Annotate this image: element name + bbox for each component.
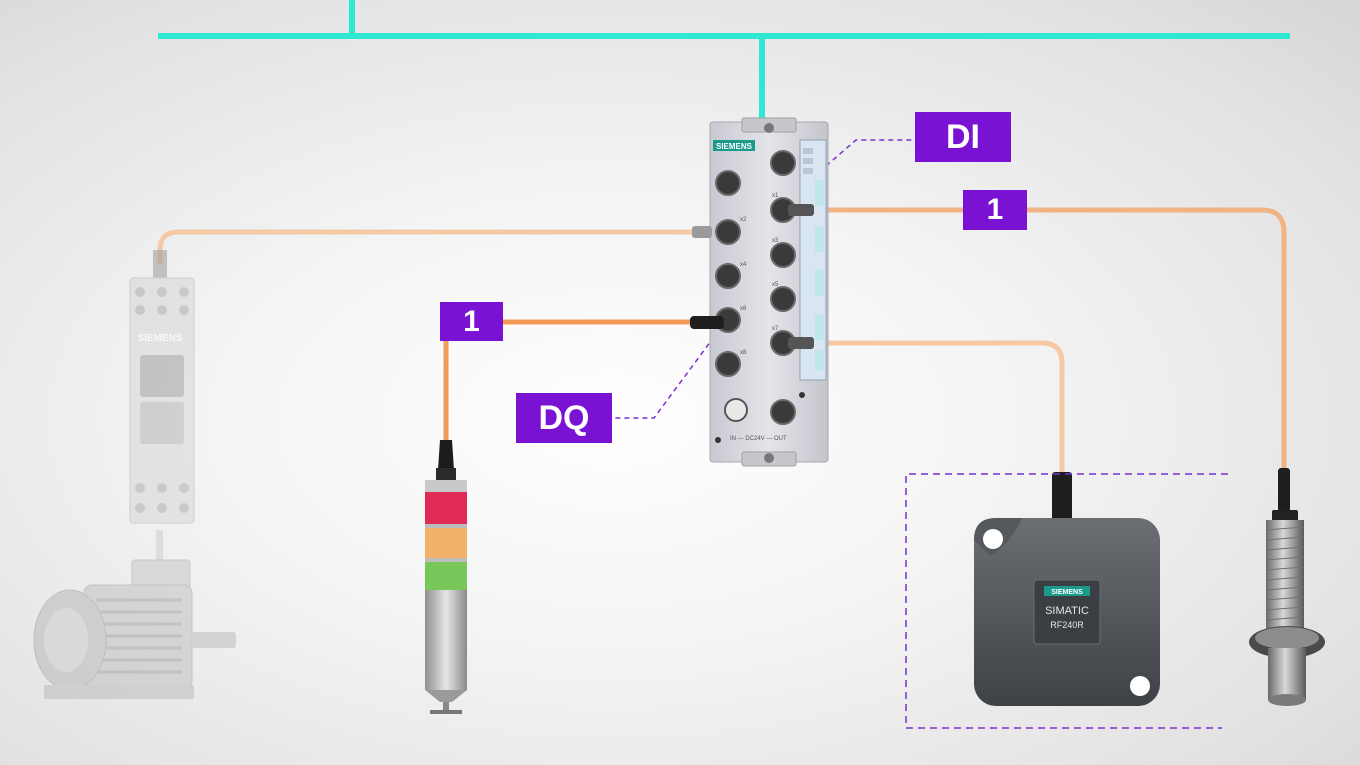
- stack-light: [425, 440, 467, 714]
- motor: [33, 530, 236, 699]
- port-label-x1: x1: [772, 193, 779, 199]
- cable-drive: [157, 229, 715, 265]
- di-tag: DI: [915, 112, 1011, 162]
- led-strip: [803, 148, 824, 370]
- rfid-model: RF240R: [1050, 620, 1084, 630]
- drive-brand: SIEMENS: [137, 333, 182, 344]
- port-label-x5: x5: [772, 282, 779, 288]
- cable-rfid: [803, 340, 1065, 481]
- frequency-converter: SIEMENS: [129, 250, 195, 524]
- rfid-product: SIMATIC: [1045, 605, 1089, 617]
- io-module: SIEMENS x1 x2 x3 x4 x5 x6 x7 x8 IN — DC: [709, 117, 829, 467]
- port-label-x8: x8: [740, 350, 747, 356]
- port-label-x6: x6: [740, 306, 747, 312]
- dq-tag: DQ: [516, 393, 612, 443]
- port-label-x3: x3: [772, 238, 779, 244]
- port-label-x7: x7: [772, 326, 779, 332]
- channel-tag-stacklight: 1: [440, 302, 503, 341]
- module-brand: SIEMENS: [716, 142, 753, 151]
- rfid-reader: SIEMENS SIMATIC RF240R: [974, 472, 1160, 706]
- port-label-x4: x4: [740, 262, 747, 268]
- port-label-x2: x2: [740, 217, 747, 223]
- cable-plugs: [690, 204, 814, 349]
- channel-tag-sensor: 1: [963, 190, 1027, 230]
- power-label: IN — DC24V — OUT: [730, 436, 787, 442]
- leader-lines: [614, 139, 914, 419]
- cable-sensor: [803, 207, 1287, 473]
- rfid-frame: [905, 473, 1228, 729]
- rfid-brand: SIEMENS: [1051, 589, 1083, 596]
- network-bus: [158, 0, 1290, 124]
- proximity-sensor: [1249, 468, 1325, 706]
